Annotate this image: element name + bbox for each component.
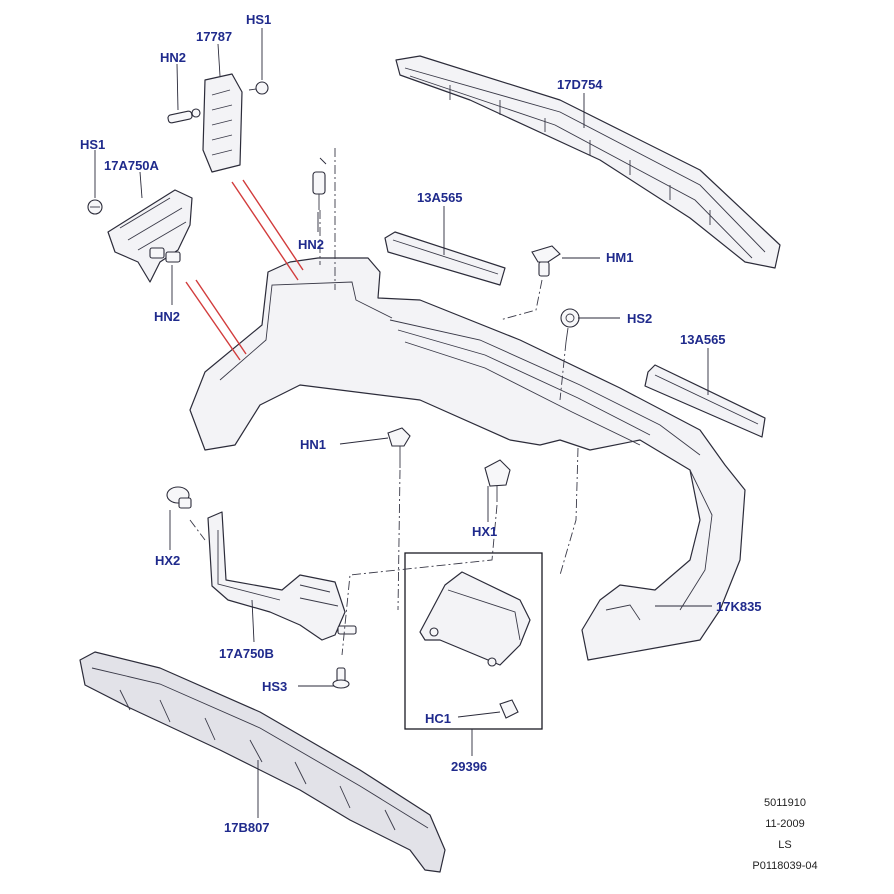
callout-hn2-top: HN2 [160,50,187,65]
clip-hx1 [484,459,511,502]
leader-lines [94,28,712,818]
diagram-reference: P0118039-04 [752,860,818,872]
callout-29396: 29396 [451,759,488,774]
callout-17787: 17787 [196,29,233,44]
callout-hn1: HN1 [300,437,327,452]
callout-hs1-top: HS1 [246,12,272,27]
callout-hs2: HS2 [627,311,653,326]
trim-strip-17d754 [395,55,781,269]
bracket-17a750b [207,511,357,641]
bracket-17a750a [107,189,193,283]
callout-hs3: HS3 [262,679,288,694]
stud-hn2-mid [312,157,327,210]
bumper-cover-17k835 [189,257,746,661]
clip-hm1 [531,245,561,277]
callout-17k835: 17K835 [716,599,762,614]
clip-hs2 [560,308,580,343]
callout-17b807: 17B807 [224,820,270,835]
diagram-code: 5011910 [763,797,806,809]
bracket-17787 [202,73,243,173]
reflector-13a565-right [644,364,766,438]
callout-17a750a: 17A750A [104,158,159,173]
callout-hn2-left: HN2 [154,309,181,324]
callout-hs1-left: HS1 [80,137,106,152]
callout-hm1: HM1 [606,250,634,265]
pin-hn2-top [167,108,201,124]
callout-hc1: HC1 [425,711,452,726]
assembly-lines [189,148,579,656]
callout-hx1: HX1 [472,524,498,539]
callout-17a750b: 17A750B [219,646,274,661]
callout-hn2-mid: HN2 [298,237,325,252]
callout-13a565-left: 13A565 [417,190,463,205]
screw-hs1-left [87,199,103,215]
callout-hx2: HX2 [155,553,181,568]
diagram-date: 11-2009 [765,818,805,830]
reflector-13a565-left [384,231,506,286]
diagram-model: LS [778,839,792,851]
callout-17d754: 17D754 [557,77,603,92]
screw-hs1-top [248,81,269,95]
absorber-17b807 [79,651,446,873]
highlight-lines [185,179,304,361]
callout-13a565-right: 13A565 [680,332,726,347]
clip-hx2 [166,486,192,509]
clip-hn1 [387,427,411,468]
inset-29396 [404,552,543,730]
screw-hs3 [332,667,350,689]
